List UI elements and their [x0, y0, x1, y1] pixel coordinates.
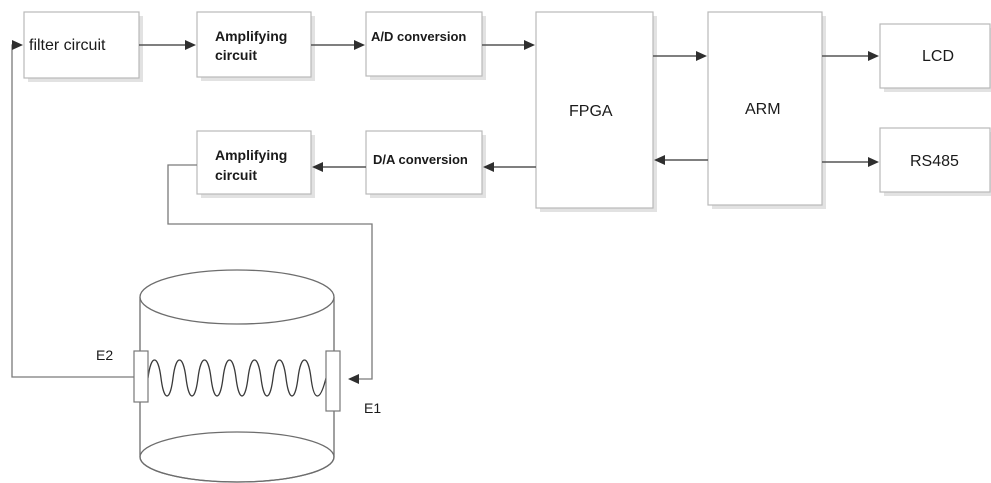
cylinder-sensor: E2 E1: [96, 269, 381, 483]
amplifying-circuit-top-block: Amplifying circuit: [196, 11, 315, 81]
rs485-block: RS485: [879, 127, 991, 196]
filter-circuit-block: filter circuit: [23, 11, 143, 82]
arrow-to-arm: [696, 51, 707, 61]
arrow-back-to-fpga: [654, 155, 665, 165]
fpga-label: FPGA: [569, 103, 613, 120]
wire-e2-to-filter: [11, 44, 134, 378]
arrow-to-e1: [348, 374, 359, 384]
cylinder-bottom: [139, 431, 335, 483]
amplifying-circuit-top-line2: circuit: [215, 47, 257, 63]
ad-conversion-label: A/D conversion: [371, 29, 466, 44]
lcd-label: LCD: [922, 48, 954, 65]
filter-circuit-label: filter circuit: [29, 37, 106, 54]
arrow-to-rs485: [868, 157, 879, 167]
da-conversion-block: D/A conversion: [365, 130, 486, 198]
da-conversion-label: D/A conversion: [373, 152, 468, 167]
cylinder-body: [139, 297, 335, 483]
arrow-to-adc: [354, 40, 365, 50]
rs485-label: RS485: [910, 153, 959, 170]
arrow-to-amp-bottom: [312, 162, 323, 172]
e1-label: E1: [364, 400, 381, 416]
coil: [147, 359, 327, 397]
wire-amp-to-e1: [167, 164, 373, 380]
electrode-e1: [325, 350, 341, 412]
ad-conversion-block: A/D conversion: [365, 11, 486, 80]
amplifying-circuit-bottom-block: Amplifying circuit: [196, 130, 315, 198]
e2-label: E2: [96, 347, 113, 363]
cylinder-top: [139, 269, 335, 325]
arrow-to-amp-top: [185, 40, 196, 50]
arrow-to-dac: [483, 162, 494, 172]
arrow-to-filter: [12, 40, 23, 50]
connectors: [11, 40, 879, 384]
amplifying-circuit-top-line1: Amplifying: [215, 28, 287, 44]
amplifying-circuit-bottom-line2: circuit: [215, 167, 257, 183]
arrow-to-fpga: [524, 40, 535, 50]
lcd-block: LCD: [879, 23, 991, 92]
amplifying-circuit-bottom-line1: Amplifying: [215, 147, 287, 163]
fpga-block: FPGA: [535, 11, 657, 212]
electrode-e2: [133, 350, 149, 403]
arrow-to-lcd: [868, 51, 879, 61]
arm-block: ARM: [707, 11, 826, 209]
arm-label: ARM: [745, 101, 781, 118]
